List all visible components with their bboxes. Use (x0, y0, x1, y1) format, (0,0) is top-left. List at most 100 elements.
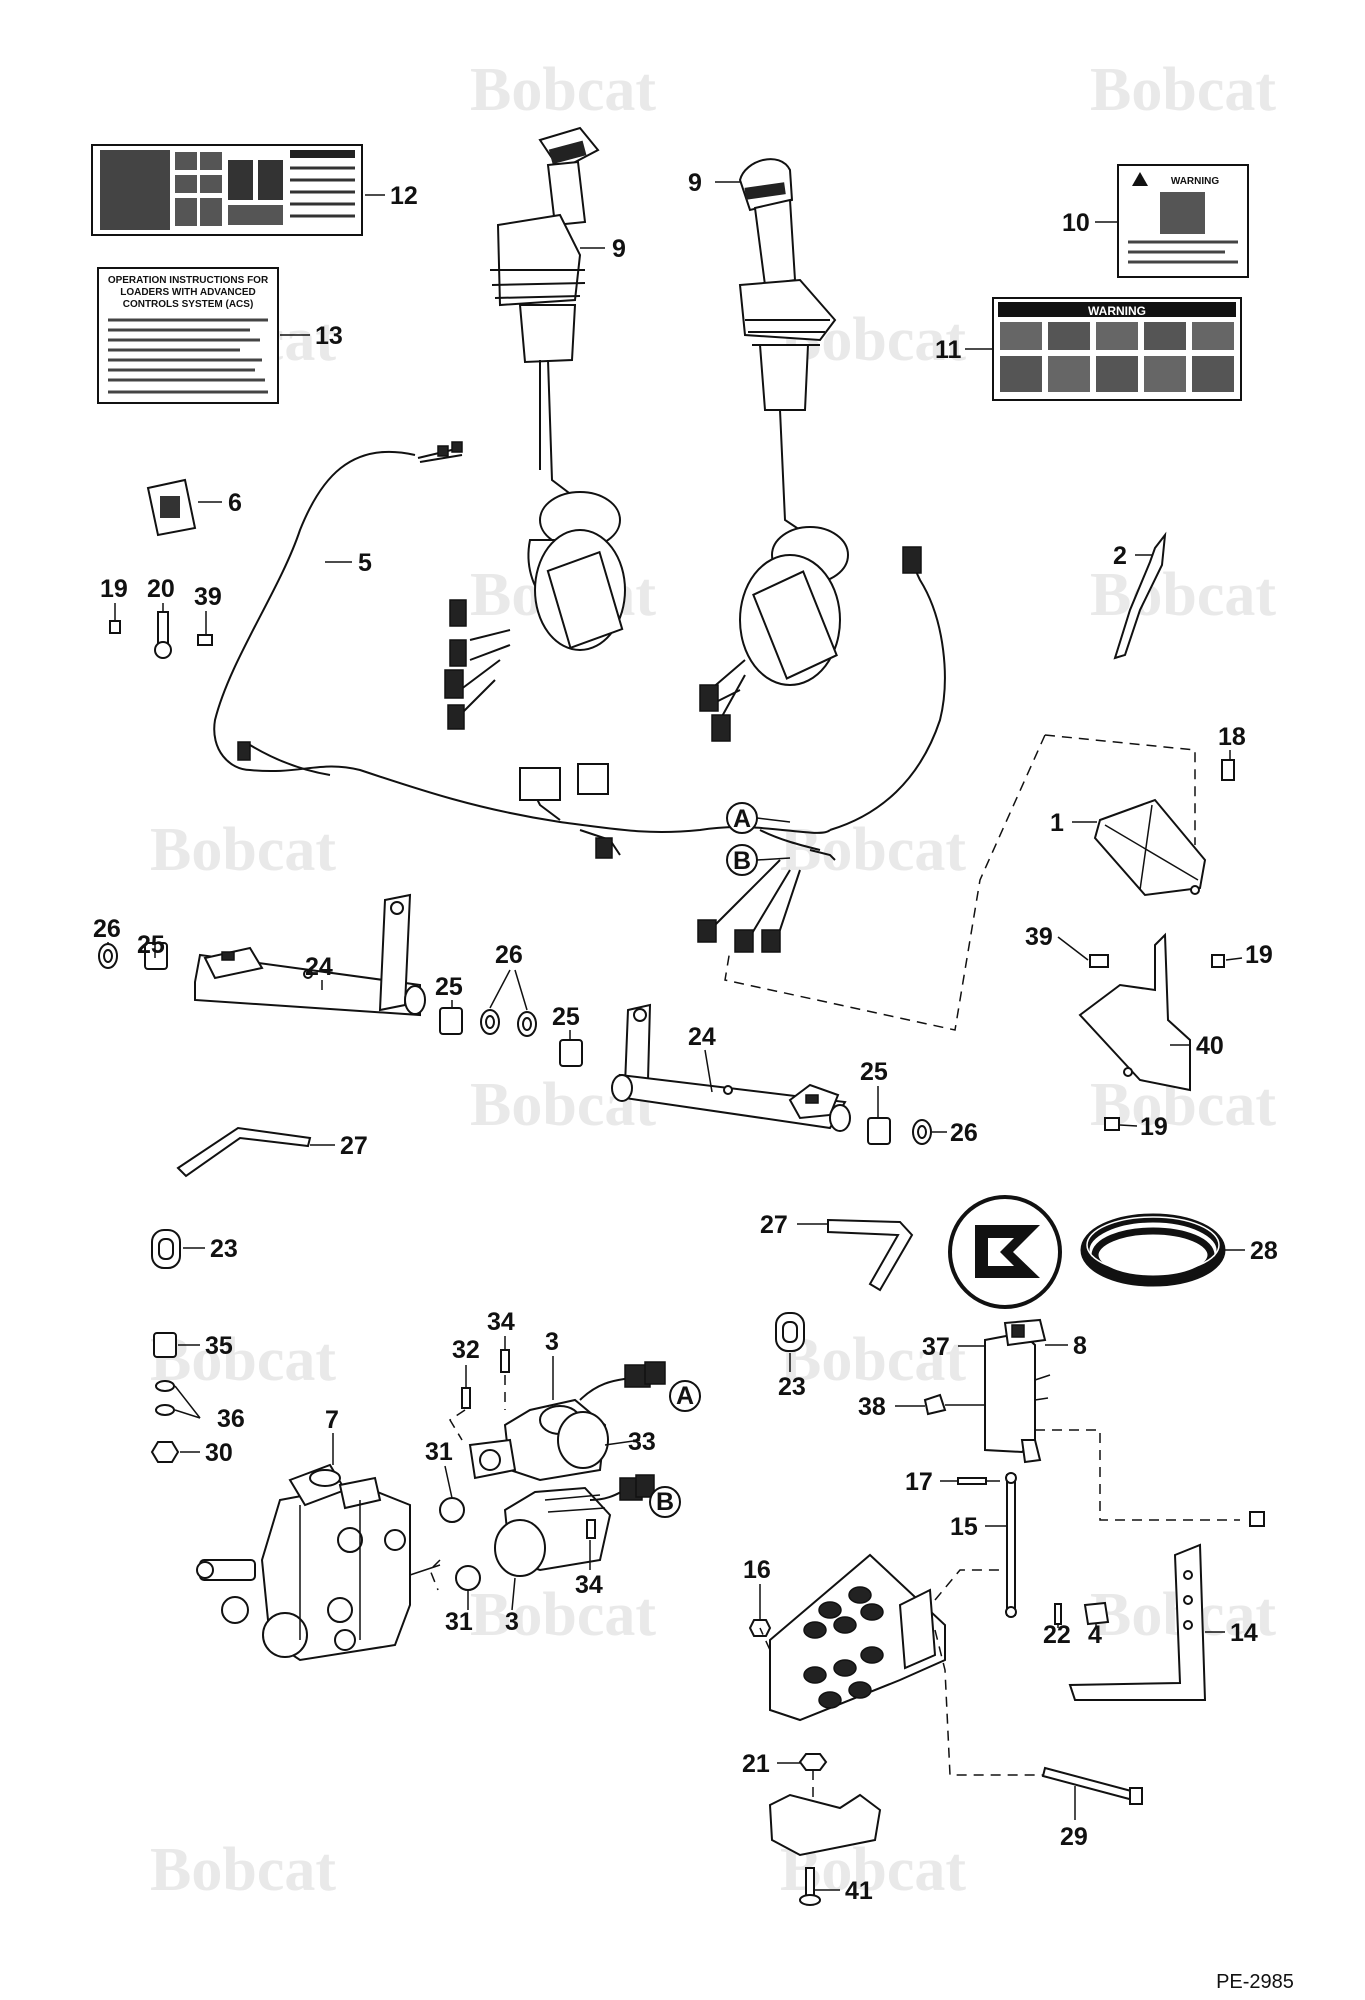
decal-13-line-1: OPERATION INSTRUCTIONS FOR (108, 275, 269, 286)
fasteners-19-20-39 (109, 611, 213, 659)
callout-19-upper-left: 19 (100, 575, 128, 603)
watermark-text: Bobcat (780, 816, 966, 884)
fasteners-35-36-30 (150, 1332, 180, 1463)
callout-25-left: 25 (137, 931, 165, 959)
callout-3-lower: 3 (505, 1608, 519, 1636)
bushing-washer-set (439, 1007, 583, 1067)
bolt-41 (799, 1867, 821, 1906)
callout-27-right: 27 (760, 1211, 788, 1239)
bracket-40 (1078, 932, 1225, 1131)
callout-38: 38 (858, 1393, 886, 1421)
callout-20: 20 (147, 575, 175, 603)
watermark-text: Bobcat (780, 1326, 966, 1394)
callout-11: 11 (935, 336, 962, 364)
joystick-right (699, 158, 849, 742)
shaft-24-left (98, 893, 426, 1017)
callout-10: 10 (1062, 209, 1090, 237)
connector-marker-b-bottom: B (649, 1486, 681, 1518)
callout-26-right: 26 (950, 1119, 978, 1147)
decal-13-line-2: LOADERS WITH ADVANCED (120, 287, 256, 298)
figure-id: PE-2985 (1216, 1971, 1294, 1993)
callout-40: 40 (1196, 1032, 1224, 1060)
decal-11-warning: WARNING (992, 297, 1242, 401)
callout-2: 2 (1113, 542, 1127, 570)
callout-32: 32 (452, 1336, 480, 1364)
pins-22-4 (1054, 1601, 1110, 1626)
callout-29: 29 (1060, 1823, 1088, 1851)
callout-26-left: 26 (93, 915, 121, 943)
callout-17: 17 (905, 1468, 933, 1496)
callout-1: 1 (1050, 809, 1064, 837)
callout-13: 13 (315, 322, 343, 350)
nut-21 (798, 1753, 828, 1771)
solenoid-3-lower (494, 1474, 655, 1577)
callout-30: 30 (205, 1439, 233, 1467)
watermark-text: Bobcat (150, 1836, 336, 1904)
watermark-text: Bobcat (1090, 56, 1276, 124)
watermark-text: Bobcat (150, 1326, 336, 1394)
callout-4: 4 (1088, 1621, 1102, 1649)
callout-15: 15 (950, 1513, 978, 1541)
callout-37: 37 (922, 1333, 950, 1361)
sensor-8-housing-37 (923, 1318, 1265, 1527)
bracket-2 (1113, 531, 1167, 660)
callout-5: 5 (358, 549, 372, 577)
callout-27-left: 27 (340, 1132, 368, 1160)
hose-28 (1080, 1213, 1226, 1287)
bobcat-logo-circle (948, 1195, 1062, 1309)
joystick-left (444, 126, 626, 730)
pedal-mount-bracket (768, 1770, 882, 1857)
connector-b-label: B (733, 847, 751, 875)
callout-23-right: 23 (778, 1373, 806, 1401)
callout-19-lower: 19 (1140, 1113, 1168, 1141)
grommet-23-left (151, 1229, 181, 1269)
callout-24-left: 24 (305, 953, 333, 981)
connector-marker-b-top: B (726, 844, 791, 876)
callout-24-right: 24 (688, 1023, 716, 1051)
valve-7 (196, 1463, 441, 1662)
callout-25-mid-right: 25 (552, 1003, 580, 1031)
callout-35: 35 (205, 1332, 233, 1360)
callout-21: 21 (742, 1750, 770, 1778)
module-1 (1093, 759, 1235, 897)
callout-3-upper: 3 (545, 1328, 559, 1356)
callout-layer: 12 13 9 9 10 11 6 5 19 20 39 2 18 1 39 1… (93, 169, 1278, 1905)
grommet-23-right (775, 1312, 805, 1352)
callout-26-mid: 26 (495, 941, 523, 969)
connector-b-label: B (656, 1488, 674, 1516)
bracket-14 (1068, 1543, 1207, 1701)
callout-8: 8 (1073, 1332, 1087, 1360)
connector-a-label: A (733, 805, 751, 833)
connector-marker-a-bottom: A (669, 1380, 701, 1412)
hex-key-27-left (176, 1126, 312, 1178)
decal-10-warning-text: WARNING (1171, 176, 1220, 187)
callout-39-upper-left: 39 (194, 583, 222, 611)
callout-41: 41 (845, 1877, 873, 1905)
harness-5 (213, 441, 946, 953)
decal-13-line-3: CONTROLS SYSTEM (ACS) (123, 299, 254, 310)
shaft-24-right (611, 1003, 932, 1145)
callout-22: 22 (1043, 1621, 1071, 1649)
callout-18: 18 (1218, 723, 1246, 751)
hex-key-27-right (827, 1218, 914, 1292)
switch-6 (146, 478, 197, 537)
callout-6: 6 (228, 489, 242, 517)
connector-marker-a-top: A (726, 802, 791, 834)
callout-16: 16 (743, 1556, 771, 1584)
decal-11-warning-text: WARNING (1088, 304, 1146, 318)
pin-29 (1041, 1766, 1143, 1805)
connector-a-label: A (676, 1382, 694, 1410)
callout-23-left: 23 (210, 1235, 238, 1263)
callout-34-upper: 34 (487, 1308, 515, 1336)
callout-12: 12 (390, 182, 418, 210)
callout-31-upper: 31 (425, 1438, 453, 1466)
pedal-assembly (759, 1553, 1045, 1776)
decal-12 (91, 144, 363, 236)
decal-13-operation-instructions: OPERATION INSTRUCTIONS FOR LOADERS WITH … (97, 267, 279, 404)
callout-34-lower: 34 (575, 1571, 603, 1599)
callout-33: 33 (628, 1428, 656, 1456)
watermark-text: Bobcat (470, 1581, 656, 1649)
callout-14: 14 (1230, 1619, 1258, 1647)
callout-25-right: 25 (860, 1058, 888, 1086)
